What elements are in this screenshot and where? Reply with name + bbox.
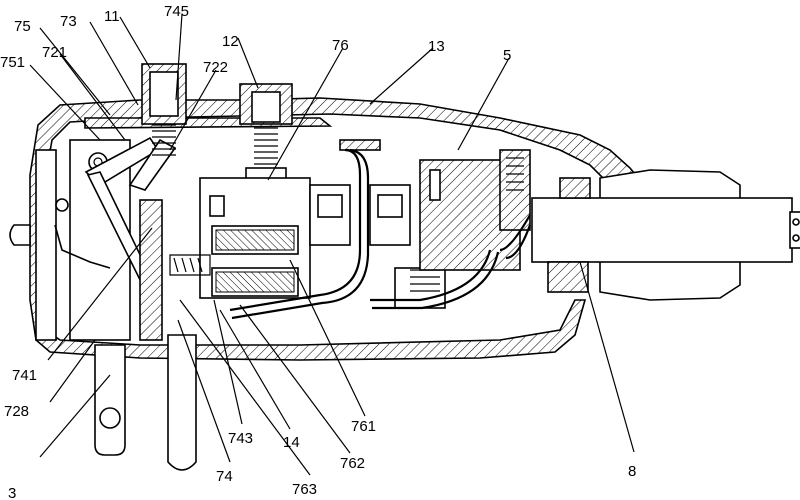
label-762: 762 (340, 455, 365, 472)
plug-pins (94, 334, 197, 471)
label-728: 728 (4, 403, 29, 420)
label-11: 11 (104, 8, 120, 25)
label-722: 722 (203, 59, 228, 76)
leader-lines (29, 13, 635, 476)
label-13: 13 (428, 38, 445, 55)
label-3: 3 (8, 485, 16, 500)
reference-labels: 75 73 11 745 12 76 13 5 721 751 722 741 … (0, 3, 636, 500)
label-14: 14 (283, 434, 300, 451)
label-73: 73 (60, 13, 77, 30)
coil-chamber (309, 139, 531, 309)
label-751: 751 (0, 54, 25, 71)
button-12 (239, 83, 293, 191)
label-763: 763 (292, 481, 317, 498)
label-8: 8 (628, 463, 636, 480)
label-741: 741 (12, 367, 37, 384)
lever-mechanism (84, 136, 177, 341)
label-761: 761 (351, 418, 376, 435)
label-75: 75 (14, 18, 31, 35)
cables (229, 148, 532, 320)
button-11 (141, 63, 187, 156)
label-12: 12 (222, 33, 239, 50)
label-74: 74 (216, 468, 233, 485)
output-nozzle-8 (531, 169, 800, 301)
label-76: 76 (332, 37, 349, 54)
central-frame (169, 177, 311, 299)
label-743: 743 (228, 430, 253, 447)
label-745: 745 (164, 3, 189, 20)
label-721: 721 (42, 44, 67, 61)
label-5: 5 (503, 47, 511, 64)
